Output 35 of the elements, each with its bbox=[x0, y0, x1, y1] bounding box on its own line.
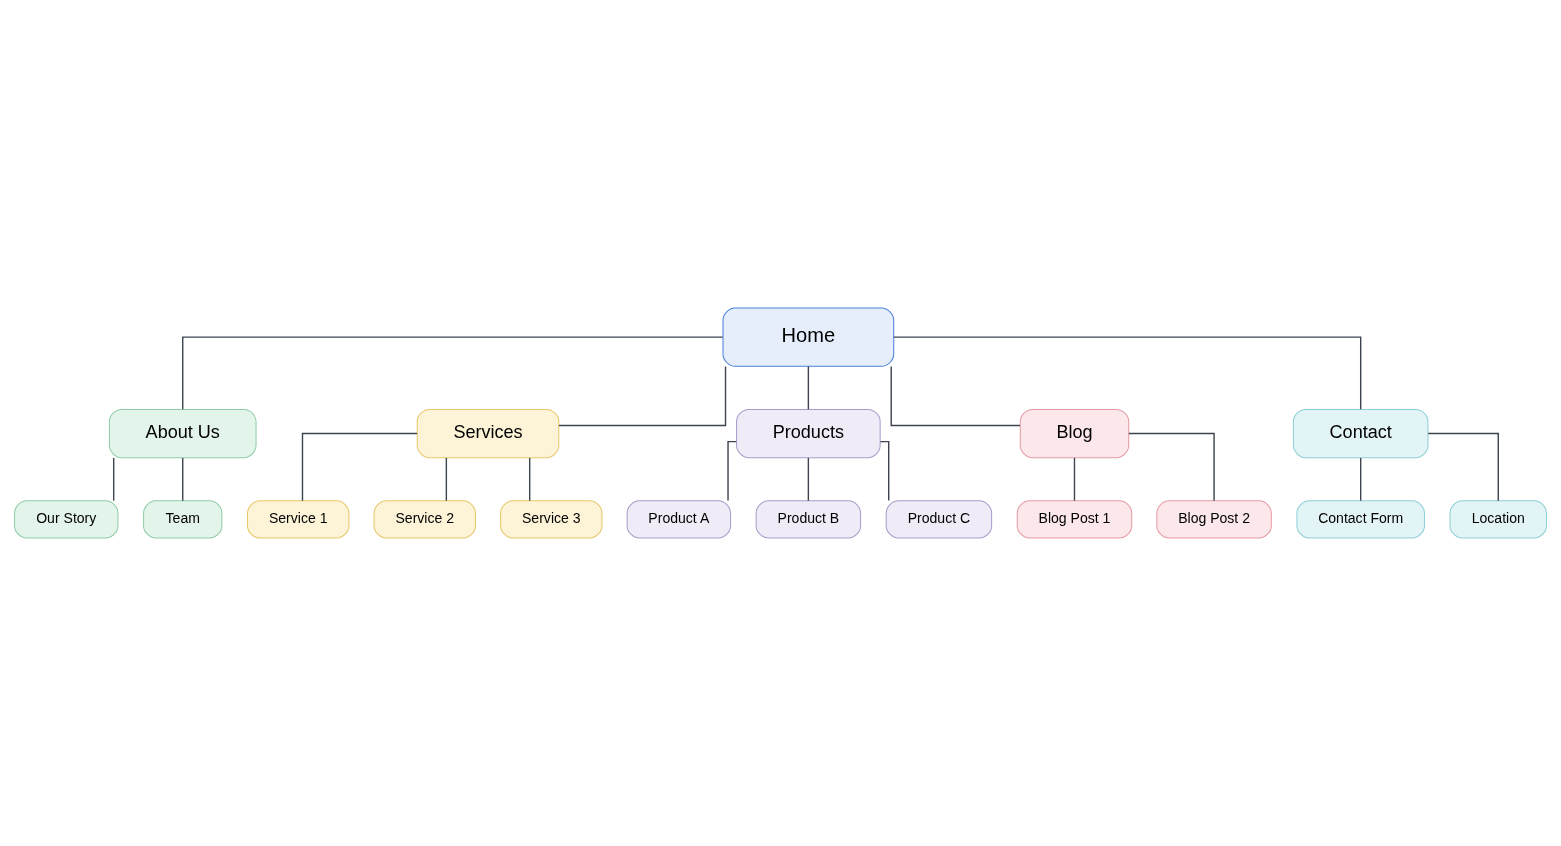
connector bbox=[182, 457, 184, 502]
node-box: Contact Form bbox=[1296, 500, 1425, 539]
node-box: Product A bbox=[626, 500, 732, 539]
node-box: Service 3 bbox=[500, 500, 603, 539]
node-box: Blog bbox=[1019, 408, 1130, 459]
node-box: Team bbox=[143, 500, 223, 539]
connector bbox=[807, 457, 810, 502]
node-box: Product C bbox=[885, 500, 993, 539]
node-box: Service 2 bbox=[373, 500, 476, 539]
connector bbox=[727, 440, 738, 502]
connector bbox=[113, 457, 115, 502]
connector bbox=[890, 365, 1021, 427]
node-box: Products bbox=[736, 408, 881, 459]
connector bbox=[879, 440, 890, 502]
connector bbox=[182, 336, 724, 410]
connector bbox=[529, 457, 531, 502]
connector bbox=[558, 365, 727, 427]
node-box: Home bbox=[722, 307, 895, 367]
connector bbox=[807, 365, 810, 411]
connector bbox=[1073, 457, 1076, 502]
connector bbox=[1427, 432, 1499, 502]
node-box: Blog Post 1 bbox=[1016, 500, 1133, 539]
connector bbox=[893, 336, 1362, 410]
node-box: Location bbox=[1449, 500, 1547, 539]
connector bbox=[1128, 432, 1215, 502]
node-box: Our Story bbox=[14, 500, 119, 539]
node-box: Contact bbox=[1292, 408, 1429, 459]
node-box: About Us bbox=[108, 408, 257, 459]
connector bbox=[1360, 457, 1362, 502]
node-box: Service 1 bbox=[247, 500, 350, 539]
connector bbox=[445, 457, 448, 502]
node-box: Product B bbox=[755, 500, 862, 539]
node-box: Blog Post 2 bbox=[1156, 500, 1272, 539]
connector bbox=[301, 432, 418, 502]
node-box: Services bbox=[416, 408, 560, 459]
